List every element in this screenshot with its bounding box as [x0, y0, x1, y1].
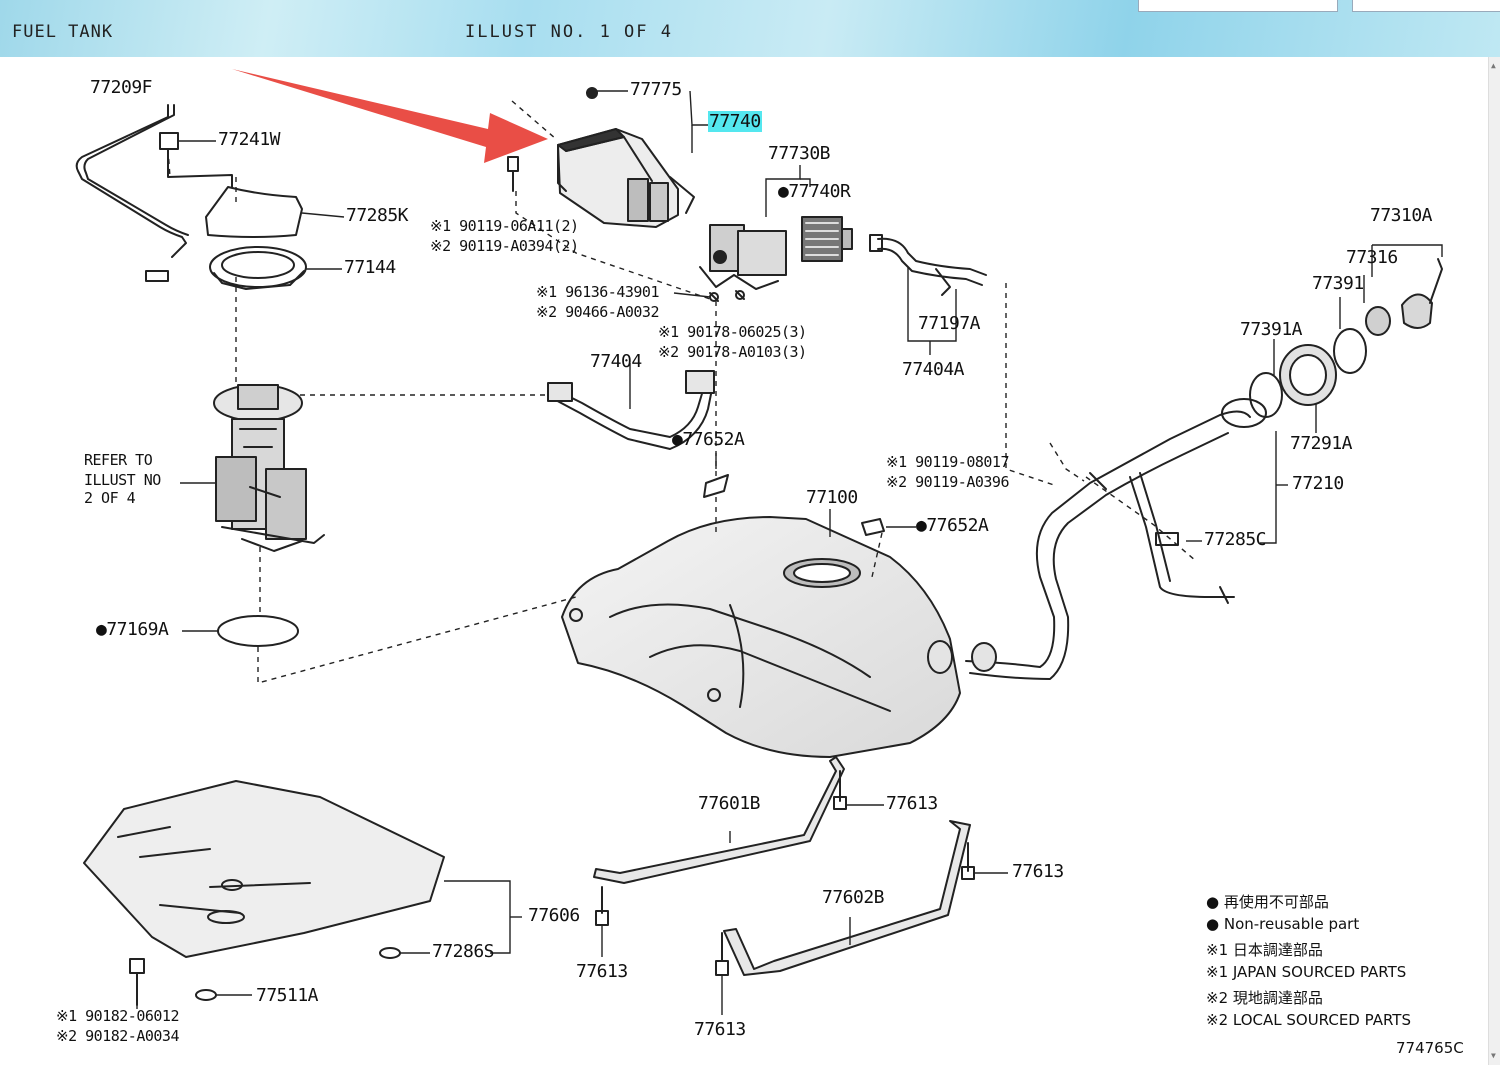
legend-line-4: ※1 JAPAN SOURCED PARTS [1206, 963, 1407, 981]
bolt-90182 [129, 958, 145, 1006]
header-field-right[interactable] [1352, 0, 1500, 12]
fuel-pump-module [213, 384, 325, 552]
title-bar: FUEL TANK ILLUST NO. 1 OF 4 [0, 0, 1500, 57]
label-77775[interactable]: 77775 [630, 79, 682, 100]
filler-neck-parts [1249, 258, 1443, 418]
label-77730b[interactable]: 77730B [768, 143, 831, 164]
label-77613-mid[interactable]: 77613 [576, 961, 628, 982]
refer-note-line-2: ILLUST NO [84, 471, 161, 489]
legend-line-1: ● 再使用不可部品 [1206, 893, 1329, 911]
label-90178-a0103[interactable]: ※2 90178-A0103(3) [658, 343, 807, 361]
pad-77652a-right [861, 518, 885, 536]
label-77404a[interactable]: 77404A [902, 359, 965, 380]
label-77606[interactable]: 77606 [528, 905, 580, 926]
filter-77740r [801, 216, 853, 262]
label-77209f[interactable]: 77209F [90, 77, 153, 98]
legend-line-5: ※2 現地調達部品 [1206, 989, 1323, 1007]
fastener-96136 [709, 290, 745, 302]
scroll-down-icon[interactable]: ▼ [1491, 1051, 1496, 1060]
scroll-up-icon[interactable]: ▲ [1491, 61, 1496, 70]
refer-note-line-1: REFER TO [84, 451, 153, 469]
label-96136-43901[interactable]: ※1 96136-43901 [536, 283, 659, 301]
label-77169a[interactable]: ●77169A [96, 619, 169, 640]
hose-77197a [869, 234, 987, 296]
pad-77652a-left [703, 474, 729, 498]
label-77613-right[interactable]: 77613 [1012, 861, 1064, 882]
refer-note-line-3: 2 OF 4 [84, 489, 136, 507]
diagram-canvas: 77209F 77241W 77285K 77144 77775 77740 7… [10, 57, 1488, 1065]
alignment-lines [167, 100, 1197, 684]
parts-diagram [75, 69, 1443, 1015]
label-77100[interactable]: 77100 [806, 487, 858, 508]
legend-line-6: ※2 LOCAL SOURCED PARTS [1206, 1011, 1411, 1029]
label-77652a-left[interactable]: ●77652A [672, 429, 745, 450]
bolt-77613-top [833, 770, 847, 810]
bolt-77613-bottom [715, 932, 729, 976]
label-77286s[interactable]: 77286S [432, 941, 495, 962]
gasket-77391a [1249, 372, 1283, 418]
label-90466-a0032[interactable]: ※2 90466-A0032 [536, 303, 659, 321]
band-77602b [723, 820, 971, 976]
label-77613-bottom[interactable]: 77613 [694, 1019, 746, 1040]
label-77285k[interactable]: 77285K [346, 205, 409, 226]
header-field-left[interactable] [1138, 0, 1338, 12]
legend-line-3: ※1 日本調達部品 [1206, 941, 1323, 959]
label-77197a[interactable]: 77197A [918, 313, 981, 334]
gasket-77391 [1333, 328, 1367, 374]
bolt-90119-06a11 [507, 156, 519, 192]
label-90119-06a11[interactable]: ※1 90119-06A11(2) [430, 217, 579, 235]
retainer-77285k [205, 186, 303, 238]
drawing-id: 774765C [1396, 1039, 1464, 1057]
legend-line-2: ● Non-reusable part [1206, 915, 1360, 933]
label-90119-a0396[interactable]: ※2 90119-A0396 [886, 473, 1009, 491]
heat-shield-77606 [83, 780, 445, 958]
label-77613-top[interactable]: 77613 [886, 793, 938, 814]
label-77241w[interactable]: 77241W [218, 129, 281, 150]
label-77310a[interactable]: 77310A [1370, 205, 1433, 226]
ring-77144 [209, 246, 307, 290]
filler-pipe-77210 [965, 398, 1267, 680]
label-77291a[interactable]: 77291A [1290, 433, 1353, 454]
label-77601b[interactable]: 77601B [698, 793, 761, 814]
label-77316[interactable]: 77316 [1346, 247, 1398, 268]
charcoal-canister-77740 [557, 128, 695, 228]
clip-77511a [195, 989, 217, 1001]
label-77391[interactable]: 77391 [1312, 273, 1364, 294]
section-title: FUEL TANK [12, 22, 114, 42]
label-77391a[interactable]: 77391A [1240, 319, 1303, 340]
label-77144[interactable]: 77144 [344, 257, 396, 278]
label-77404[interactable]: 77404 [590, 351, 642, 372]
vapor-tube-77209f [75, 104, 189, 282]
label-77210[interactable]: 77210 [1292, 473, 1344, 494]
label-90119-08017[interactable]: ※1 90119-08017 [886, 453, 1009, 471]
label-77511a[interactable]: 77511A [256, 985, 319, 1006]
leader-lines [136, 90, 1443, 1015]
gasket-77169a [217, 615, 299, 647]
fuel-tank-77100 [561, 516, 961, 758]
bolt-77613-mid [595, 886, 609, 926]
plug-77775 [586, 87, 598, 99]
label-90182-06012[interactable]: ※1 90182-06012 [56, 1007, 179, 1025]
red-pointer-arrow [232, 69, 548, 163]
label-77652a-right[interactable]: ●77652A [916, 515, 989, 536]
label-77740[interactable]: 77740 [708, 111, 762, 132]
illustration-number: ILLUST NO. 1 OF 4 [465, 22, 673, 42]
band-77601b [593, 756, 845, 884]
ring-77316 [1365, 306, 1391, 336]
label-77602b[interactable]: 77602B [822, 887, 885, 908]
cap-77310a [1401, 293, 1433, 329]
label-77740r[interactable]: ●77740R [778, 181, 851, 202]
label-90182-a0034[interactable]: ※2 90182-A0034 [56, 1027, 179, 1045]
clip-77286s [379, 947, 401, 959]
label-90119-a0394[interactable]: ※2 90119-A0394(2) [430, 237, 579, 255]
tube-77404 [547, 370, 715, 450]
label-77285c[interactable]: 77285C [1204, 529, 1267, 550]
label-90178-06025[interactable]: ※1 90178-06025(3) [658, 323, 807, 341]
vertical-scrollbar[interactable]: ▲ ▼ [1488, 57, 1500, 1065]
valve-assembly-77730b [699, 224, 787, 290]
